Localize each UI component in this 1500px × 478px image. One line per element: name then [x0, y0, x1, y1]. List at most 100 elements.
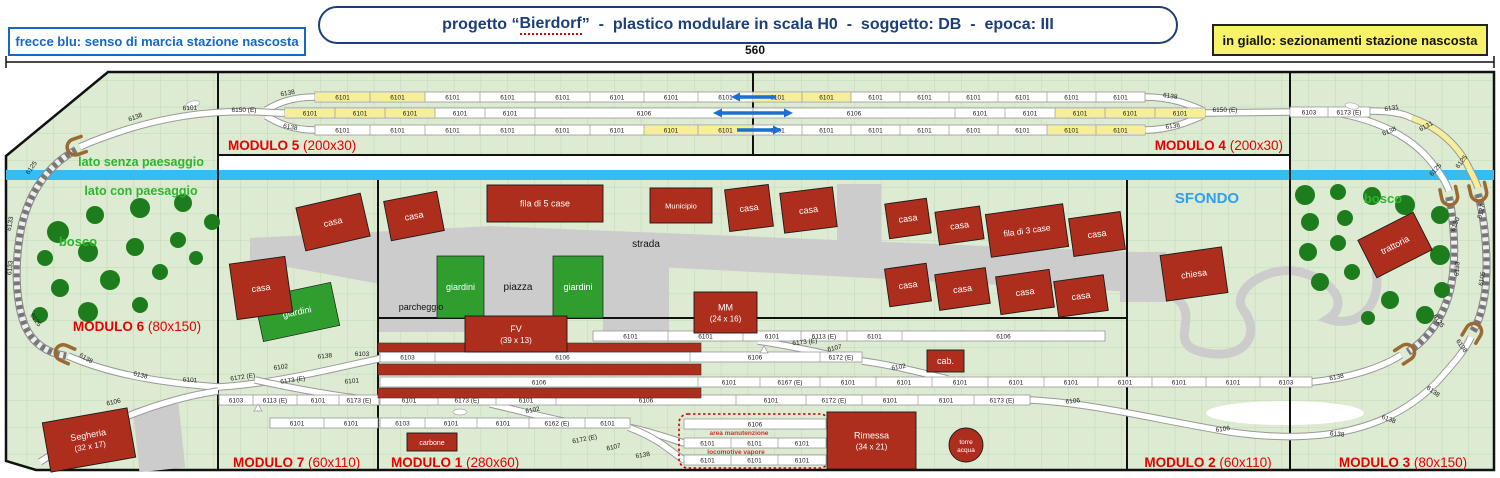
track-number-label: 6106	[555, 354, 570, 361]
title-post: ” - plastico modulare in scala H0 - sogg…	[581, 16, 1054, 33]
building-rect	[984, 203, 1070, 258]
track-number-label: 6101	[1113, 94, 1128, 101]
garden-rect	[552, 255, 604, 319]
track-number-label: 6172 (E)	[572, 434, 598, 446]
track-number-label: 6101	[500, 94, 515, 101]
track-number-label: 6106	[1065, 397, 1080, 406]
track-number-label: 6103	[1279, 379, 1294, 386]
track-number-label: 6101	[1009, 379, 1024, 386]
track-number-label: 6101	[953, 379, 968, 386]
track-number-label: 6106	[106, 397, 122, 407]
arrow-head	[731, 92, 740, 102]
tree	[1337, 210, 1353, 226]
tree	[1430, 245, 1450, 265]
building-rect	[926, 349, 965, 373]
building-label: fila di 5 case	[520, 199, 570, 209]
building-label: acqua	[957, 447, 975, 454]
track-number-label: 6138	[1329, 373, 1345, 383]
track-number-label: 6101	[610, 94, 625, 101]
tree	[86, 206, 104, 224]
track-number-label: 6101	[1172, 379, 1187, 386]
track-curve	[1311, 352, 1403, 385]
section-segment	[1096, 125, 1145, 135]
zone-label: parcheggio	[399, 302, 444, 312]
track-number-label: 6101	[795, 440, 810, 447]
zone-label: bosco	[59, 234, 97, 249]
building-rect	[228, 255, 294, 321]
building-casa: casa	[383, 190, 445, 242]
building-label: carbone	[419, 440, 444, 447]
track-number-label: 6101	[700, 457, 715, 464]
garden-giardini: giardini	[436, 255, 485, 319]
tunnel-portal-icon	[65, 134, 89, 157]
track-number-label: 6101	[519, 397, 534, 404]
building-rect	[934, 205, 985, 246]
track-number-label: 6101	[747, 457, 762, 464]
tree	[51, 279, 69, 297]
track-bar-body	[683, 437, 827, 449]
track-number-label: 6103	[229, 397, 244, 404]
pond	[1206, 401, 1364, 425]
track-number-label: 6173 (E)	[455, 397, 480, 404]
track-number-label: 6150 (E)	[232, 107, 257, 114]
track-curve	[259, 109, 286, 116]
track-marker	[253, 403, 263, 412]
track-number-label: 6101	[444, 420, 459, 427]
track-number-label: 6138	[1381, 414, 1397, 426]
tree	[1295, 185, 1315, 205]
tree	[78, 242, 98, 262]
track-number-label: 6101	[496, 420, 511, 427]
building-rect	[884, 197, 932, 240]
project-title-pill: progetto “Bierdorf” - plastico modulare …	[318, 6, 1178, 44]
track-number-label: 6101	[1015, 127, 1030, 134]
tree	[189, 251, 203, 265]
module-label: MODULO 2 (60x110)	[1144, 455, 1271, 470]
building-carbone: carbone	[406, 432, 458, 452]
track-number-label: 6101	[503, 110, 518, 117]
track-number-label: 6101	[390, 94, 405, 101]
arrow-head	[713, 108, 722, 118]
track-curve	[78, 108, 261, 150]
building-label: FV	[510, 324, 522, 334]
track-number-label: 6101	[765, 333, 780, 340]
title-project-name: Bierdorf	[519, 15, 582, 35]
tree	[130, 198, 150, 218]
track-curve	[1341, 111, 1452, 192]
track-number-label: 6127	[1476, 203, 1487, 219]
track-number-label: 6101	[1015, 94, 1030, 101]
building-casa: casa	[884, 262, 932, 308]
track-number-label: 6172 (E)	[822, 397, 847, 404]
tree	[1434, 282, 1450, 298]
section-segment	[698, 125, 753, 135]
track-number-label: 6101	[819, 94, 834, 101]
track-number-label: 6107	[827, 343, 843, 353]
tree	[32, 307, 48, 323]
track-number-label: 6138	[635, 451, 651, 460]
tree	[152, 264, 168, 280]
track-number-label: 6101	[1064, 94, 1079, 101]
maintenance-area-outline	[678, 413, 830, 469]
track-number-label: 6138	[283, 123, 299, 132]
tree	[174, 194, 192, 212]
road-area	[132, 403, 186, 473]
building-casa: casa	[779, 186, 838, 234]
turnout-marker	[1344, 102, 1360, 110]
building-rect	[1159, 246, 1229, 302]
zone-label: area manutenzione	[710, 430, 769, 437]
building-casa: casa	[1053, 274, 1109, 318]
track-number-label: 6101	[1123, 110, 1138, 117]
track-number-label: 6101	[1173, 110, 1188, 117]
track-number-label: 6101	[555, 127, 570, 134]
building-rimessa: Rimessa(34 x 21)	[826, 411, 917, 470]
track-number-label: 6101	[819, 127, 834, 134]
tree	[1363, 187, 1381, 205]
direction-arrow-icon	[731, 92, 776, 102]
track-number-label: 6101	[1064, 127, 1079, 134]
